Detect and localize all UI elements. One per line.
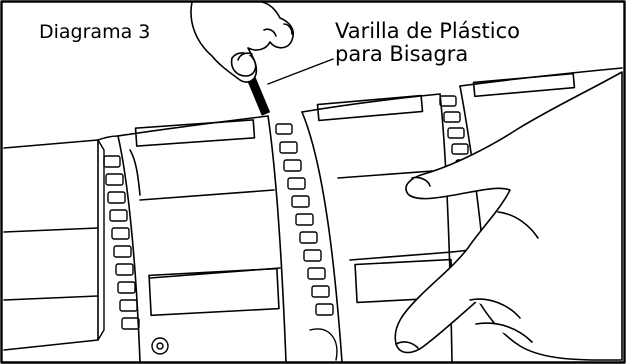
hinge-rod [241, 58, 334, 116]
center-left-module [117, 115, 287, 363]
hinge-rod-callout: Varilla de Plástico para Bisagra [335, 20, 520, 66]
diagram-title: Diagrama 3 [36, 21, 154, 44]
hand-holding-rod [190, 1, 295, 83]
callout-line-1: Varilla de Plástico [335, 19, 520, 43]
left-module [3, 135, 119, 351]
center-hinge-knuckles [275, 123, 338, 361]
hand-on-module [394, 71, 623, 361]
callout-line-2: para Bisagra [335, 42, 469, 66]
